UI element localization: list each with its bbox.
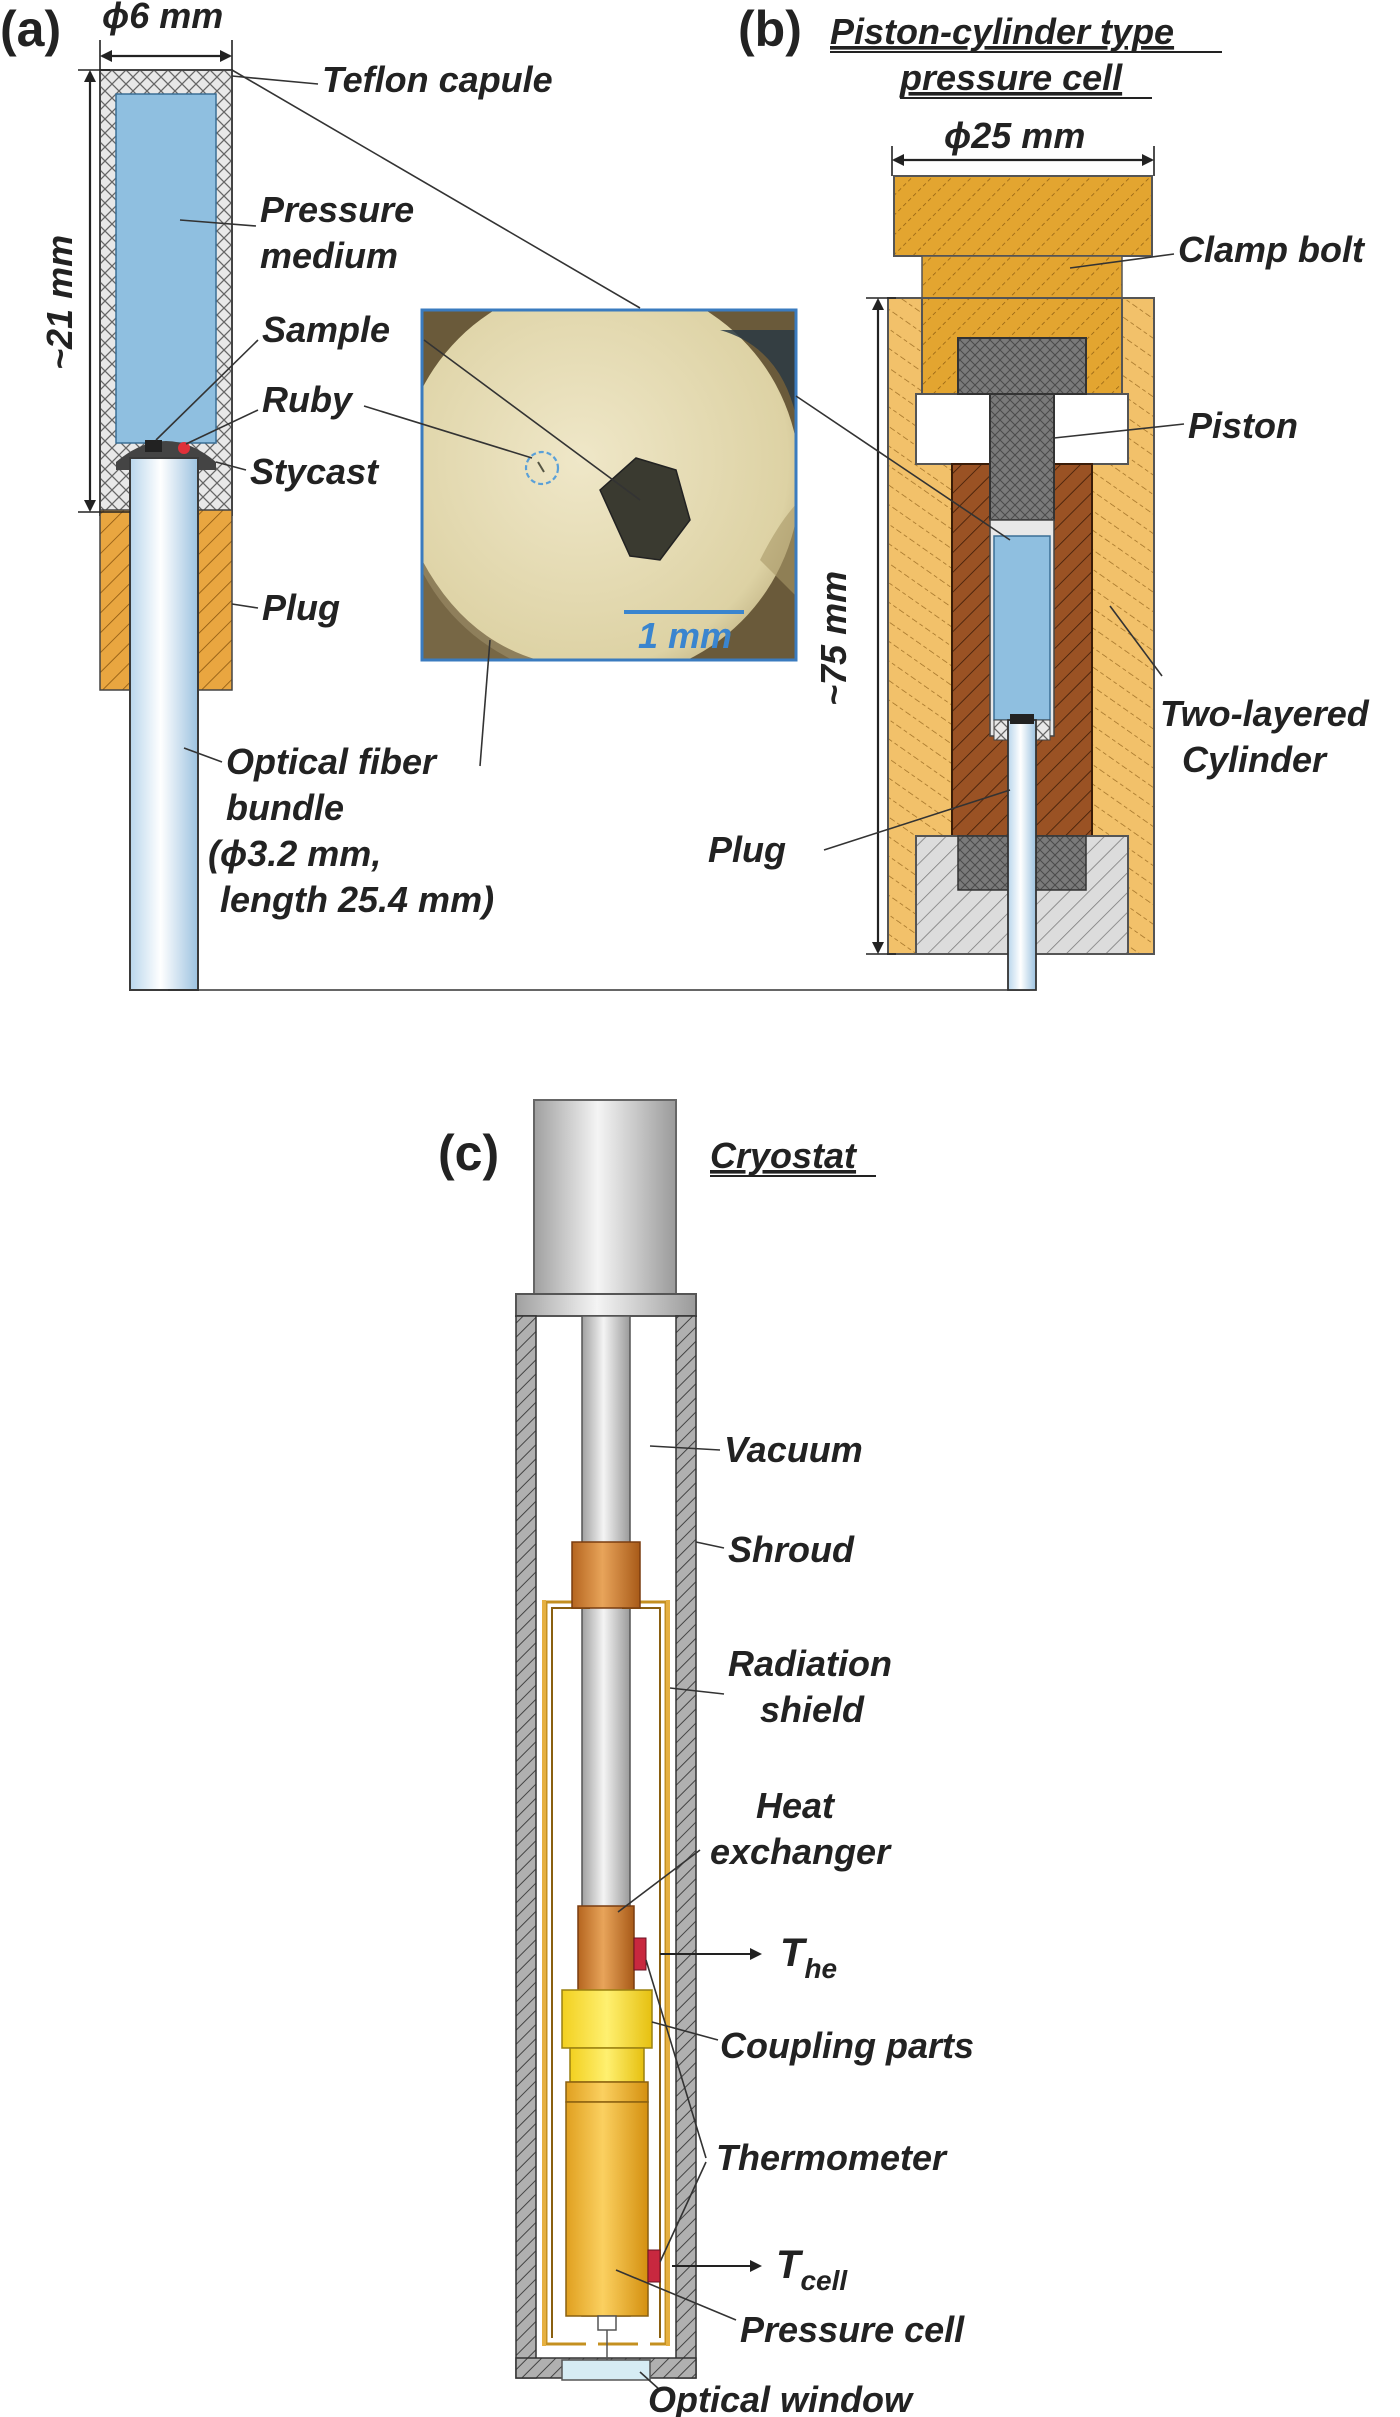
panel-b-label: (b) [738,1,802,57]
label-pressure-medium-1: Pressure [260,189,414,230]
coupling-lower [569,2047,645,2083]
ruby-dot [178,442,190,454]
piston-rod [989,393,1055,521]
label-t-he: The [780,1931,837,1984]
panel-c: (c) Cryostat [438,1099,974,2417]
label-t-cell-main: T [776,2243,804,2287]
label-t-he-sub: he [804,1953,837,1984]
pressure-medium [115,93,217,444]
label-75mm: ~75 mm [813,571,854,706]
label-pressure-cell: Pressure cell [740,2309,965,2350]
label-clamp-bolt: Clamp bolt [1178,229,1366,270]
label-cylinder-2: Cylinder [1182,739,1328,780]
sample-chip [145,440,162,452]
label-fiber-2: bundle [226,787,344,828]
optical-window [561,2359,651,2381]
label-ruby: Ruby [262,379,354,420]
label-vacuum: Vacuum [724,1429,863,1470]
label-optical-window: Optical window [648,2379,914,2417]
label-radiation-1: Radiation [728,1643,892,1684]
label-piston: Piston [1188,405,1298,446]
optical-fiber-bundle [129,457,199,991]
label-thermometer: Thermometer [716,2137,948,2178]
thermometer-cell [647,2249,661,2283]
panel-b: (b) Piston-cylinder type pressure cell ϕ… [708,1,1370,991]
label-b-title-2: pressure cell [899,57,1123,98]
label-heat-1: Heat [756,1785,836,1826]
photo-sample [599,457,691,561]
panel-a-label: (a) [0,1,61,57]
label-shroud: Shroud [728,1529,855,1570]
heat-exchanger [577,1905,635,1993]
label-cylinder-1: Two-layered [1160,693,1370,734]
label-heat-2: exchanger [710,1831,892,1872]
label-b-title-1: Piston-cylinder type [830,11,1174,52]
label-plug-a: Plug [262,587,340,628]
label-plug-b: Plug [708,829,786,870]
zoom-line [231,69,641,309]
label-sample: Sample [262,309,390,350]
shroud-left [515,1315,537,2379]
photo-inset: 1 mm [363,308,798,767]
shroud-right [675,1315,697,2379]
pressure-cell [565,2101,649,2317]
label-t-he-main: T [780,1931,808,1975]
label-fiber-4: length 25.4 mm) [220,879,494,920]
photo-frame [420,308,798,662]
coupling-upper [561,1989,653,2049]
clamp-bolt-head [893,175,1153,257]
piston-head [957,337,1087,395]
label-phi6: ϕ6 mm [102,0,223,36]
panel-c-label: (c) [438,1125,499,1181]
label-fiber-1: Optical fiber [226,741,438,782]
radiation-shield-right [666,1600,670,2346]
cryostat-top [533,1099,677,1295]
label-fiber-3: (ϕ3.2 mm, [208,833,381,874]
label-t-cell: Tcell [776,2243,848,2296]
panel-a: (a) ϕ6 mm ~21 mm Teflon capule Pressure … [0,0,1030,991]
label-t-cell-sub: cell [800,2265,848,2296]
label-stycast: Stycast [250,451,380,492]
label-phi25: ϕ25 mm [944,115,1085,156]
label-teflon: Teflon capule [322,59,553,100]
label-radiation-2: shield [760,1689,865,1730]
fiber-b [1007,719,1037,991]
flange [515,1293,697,1317]
shroud-sleeve [571,1541,641,1609]
capsule-b [993,535,1051,721]
radiation-shield-left [542,1600,546,2346]
label-coupling: Coupling parts [720,2025,974,2066]
label-21mm: ~21 mm [39,235,80,370]
thermometer-he [633,1937,647,1971]
label-pressure-medium-2: medium [260,235,398,276]
label-cryostat: Cryostat [710,1135,858,1176]
label-scale-bar: 1 mm [638,615,732,656]
photo-ruby-circle [524,450,560,486]
